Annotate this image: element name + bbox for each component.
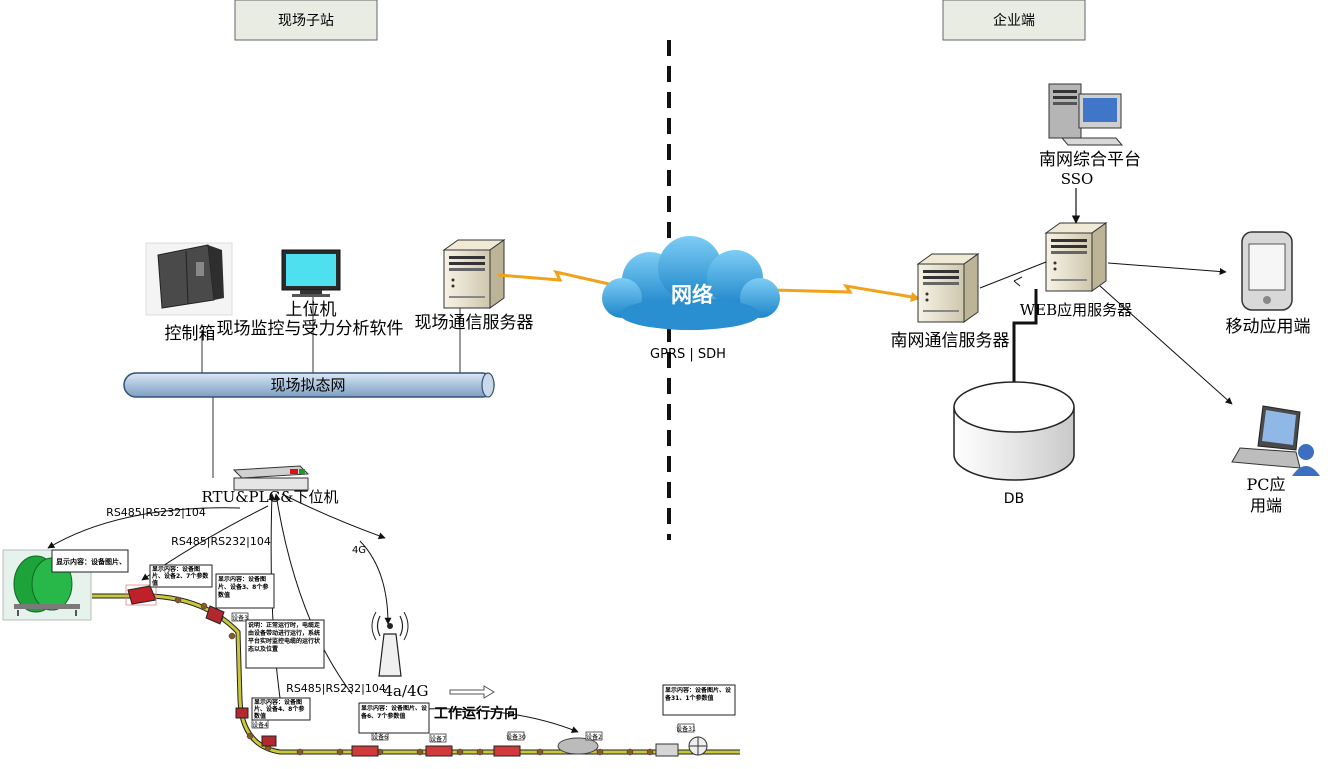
header-site-substation: 现场子站 [234,0,378,41]
antenna-label: 4a/4G [383,682,428,700]
server-icon [443,239,505,309]
run-direction: 工作运行方向 [434,685,518,722]
device-2-track: 设备2 [557,731,603,755]
comm-to-web-link [979,261,1047,289]
note-7-text: 显示内容：设备图片、设备31、1个参数值 [665,687,732,702]
header-site-substation-label: 现场子站 [278,13,334,29]
site-bus: 现场拟态网 [123,292,495,478]
device-4-tag: 设备4 [252,721,268,729]
note-2: 显示内容：设备图片、设备2、7个参数值 [149,564,213,588]
pc-label-line1: PC应 [1246,475,1285,494]
device-2 [125,584,157,606]
note-4: 说明：正常运行时，电缆走由设备带动进行运行，系统平台实时监控电缆的运行状态以及位… [245,619,325,669]
antenna-icon [371,611,409,677]
database: DB [953,381,1075,507]
mobile-phone-icon [1241,231,1293,311]
upper-pc-label: 上位机 [286,300,337,320]
web-to-db-link [1012,289,1038,383]
pc-app: PC应 用端 [1231,405,1320,515]
device-7: 设备7 [425,733,453,757]
note-5: 显示内容：设备图片、设备4、8个参数值 [251,697,311,721]
note-2-text: 显示内容：设备图片、设备2、7个参数值 [152,566,209,586]
web-to-mobile-link [1107,262,1227,276]
device-30-tag: 设备30 [506,733,526,741]
cloud-icon [602,236,780,330]
link-rs-2: RS485|RS232|104 [171,535,271,548]
note-3: 显示内容：设备图片、设备3、8个参数值 [215,573,275,609]
antenna: 4a/4G [371,611,429,700]
note-7: 显示内容：设备图片、设备31、1个参数值 [662,684,736,716]
note-6: 显示内容：设备图片、设备6、7个参数值 [358,702,430,734]
cabinet-icon [157,244,224,309]
rtu-to-device6-link [273,493,353,695]
link-rs-3: RS485|RS232|104 [286,682,386,695]
database-icon [953,381,1075,481]
network-cloud: 网络 GPRS | SDH [602,236,780,362]
sso-platform: 南网综合平台 SSO [1039,83,1141,188]
link-connector-icon [1013,276,1023,287]
device-3-tag: 设备3 [232,614,248,622]
web-app-server: WEB应用服务器 [1020,222,1132,319]
web-to-pc-link [1099,285,1233,405]
db-label: DB [1004,491,1024,507]
4g-to-antenna-link [359,540,392,625]
rtu-to-device4-link [268,493,283,713]
monitor-software-label: 现场监控与受力分析软件 [217,319,404,339]
header-enterprise-label: 企业端 [993,12,1035,29]
enterprise-comm-server-label: 南网通信服务器 [891,331,1010,351]
direction-arrow-icon [449,685,495,699]
upper-pc: 上位机 现场监控与受力分析软件 [217,249,404,339]
lightning-link-right [771,283,920,302]
mobile-label: 移动应用端 [1226,317,1311,337]
note-1-text: 显示内容：设备图片、 [56,557,126,566]
monitor-icon [281,249,341,297]
server-icon [917,253,979,323]
device-7-tag: 设备7 [430,735,446,743]
lightning-link-left [497,269,620,290]
device-31-tag: 设备31 [676,725,696,733]
device-30: 设备30 [493,731,526,757]
server-icon [1045,222,1107,292]
laptop-user-icon [1231,405,1320,476]
site-comm-server: 现场通信服务器 [415,239,534,333]
cloud-label: 网络 [671,283,713,307]
site-comm-server-label: 现场通信服务器 [415,313,534,333]
device-5 [261,735,277,747]
workstation-icon [1048,83,1124,146]
control-cabinet-label: 控制箱 [165,324,216,344]
web-server-label: WEB应用服务器 [1020,301,1132,319]
rtu-to-reel-link [47,507,241,549]
note-1: 显示内容：设备图片、 [51,549,129,573]
link-rs-1: RS485|RS232|104 [106,506,206,519]
device-2-tag: 设备2 [586,733,602,741]
cable-reel [2,549,92,621]
rtu-label: RTU&PLC&下位机 [202,488,339,506]
header-enterprise: 企业端 [942,0,1086,41]
note-5-text: 显示内容：设备图片、设备4、8个参数值 [254,699,305,719]
conveyor-rollers [174,596,654,756]
note-4-text: 说明：正常运行时，电缆走由设备带动进行运行，系统平台实时监控电缆的运行状态以及位… [248,622,321,653]
site-bus-label: 现场拟态网 [270,376,345,394]
platform-label: 南网综合平台 [1039,150,1141,170]
device-3: 设备3 [205,605,249,625]
sso-label: SSO [1061,170,1094,188]
control-cabinet: 控制箱 [145,242,233,344]
note-6-text: 显示内容：设备图片、设备6、7个参数值 [361,705,427,720]
rtu-to-4g-link [281,493,386,540]
network-link-label: GPRS | SDH [650,347,726,362]
note-3-text: 显示内容：设备图片、设备3、8个参数值 [218,576,269,599]
enterprise-comm-server: 南网通信服务器 [891,253,1010,351]
pc-label-line2: 用端 [1250,496,1282,515]
link-4g: 4G [352,545,366,556]
rtu-plc: RTU&PLC&下位机 [202,465,339,506]
mobile-app: 移动应用端 [1226,231,1311,337]
rtu-device-icon [232,465,310,491]
device-6-tag: 设备6 [372,733,388,741]
device-31: 设备31 [655,723,708,757]
